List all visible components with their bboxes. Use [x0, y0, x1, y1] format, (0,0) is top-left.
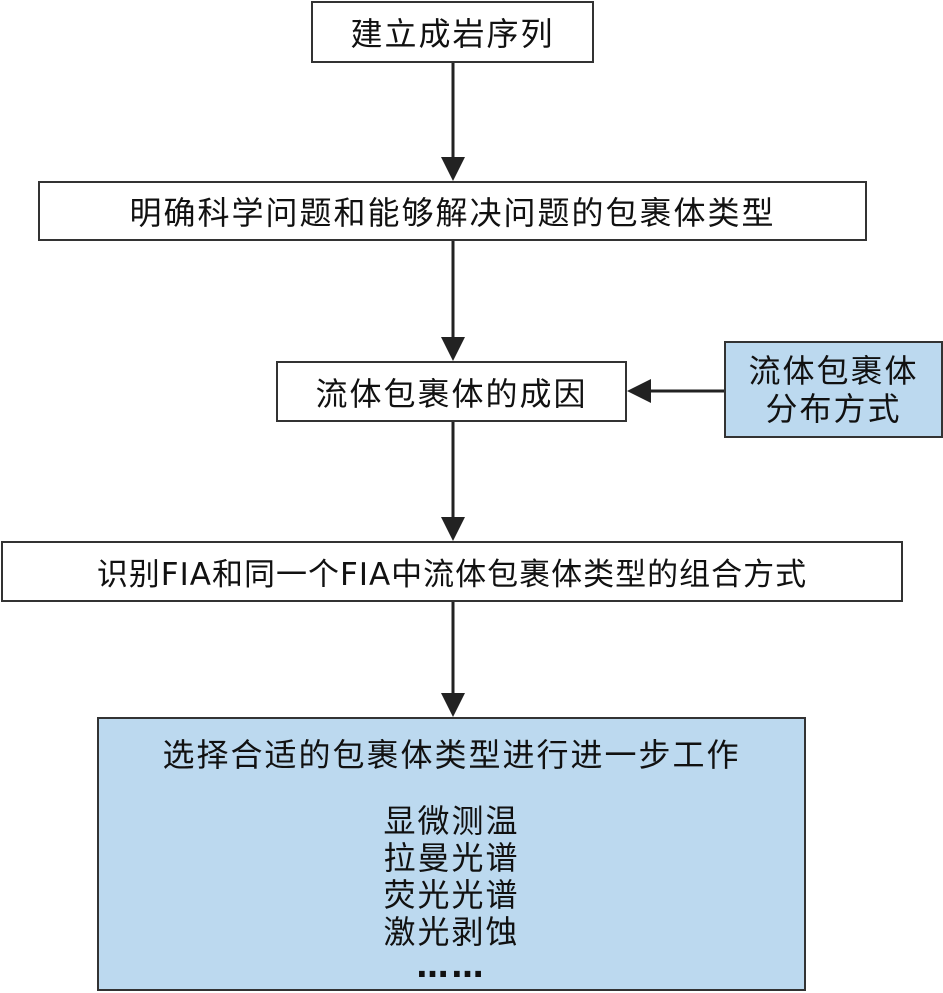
node-define-problem: 明确科学问题和能够解决问题的包裹体类型: [38, 181, 867, 241]
method-fluorescence-spectroscopy: 荧光光谱: [383, 876, 520, 914]
node-define-problem-label: 明确科学问题和能够解决问题的包裹体类型: [129, 194, 776, 232]
method-raman-spectroscopy: 拉曼光谱: [383, 839, 520, 877]
method-laser-ablation: 激光剥蚀: [383, 913, 520, 951]
node-inclusion-distribution: 流体包裹体 分布方式: [724, 341, 943, 438]
method-microthermometry: 显微测温: [383, 802, 520, 840]
node-inclusion-distribution-line1: 流体包裹体: [748, 351, 919, 390]
node-inclusion-origin: 流体包裹体的成因: [276, 361, 627, 422]
method-ellipsis: ……: [416, 947, 487, 985]
node-diagenetic-sequence-label: 建立成岩序列: [350, 15, 555, 53]
node-select-inclusion-type: 选择合适的包裹体类型进行进一步工作 显微测温 拉曼光谱 荧光光谱 激光剥蚀 ……: [97, 717, 806, 991]
method-list: 显微测温 拉曼光谱 荧光光谱 激光剥蚀 ……: [383, 802, 520, 985]
node-select-heading: 选择合适的包裹体类型进行进一步工作: [162, 736, 741, 774]
node-inclusion-origin-label: 流体包裹体的成因: [315, 374, 588, 413]
node-fia-identification-label: 识别FIA和同一个FIA中流体包裹体类型的组合方式: [96, 557, 808, 593]
node-fia-identification: 识别FIA和同一个FIA中流体包裹体类型的组合方式: [1, 541, 903, 602]
node-diagenetic-sequence: 建立成岩序列: [311, 1, 594, 63]
node-inclusion-distribution-line2: 分布方式: [765, 389, 902, 428]
